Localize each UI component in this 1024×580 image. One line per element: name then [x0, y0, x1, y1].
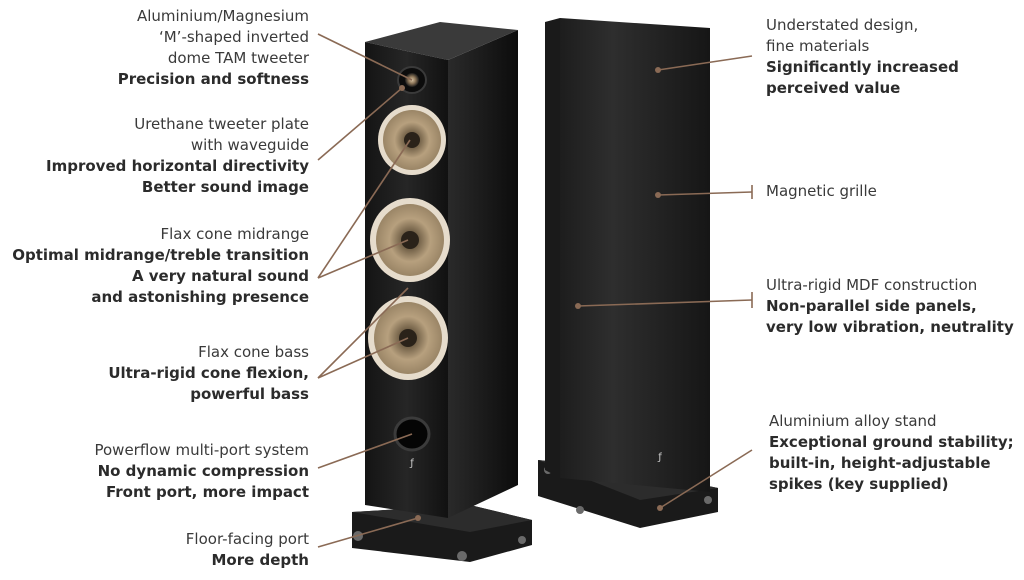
callout-benefit: powerful bass	[190, 385, 309, 403]
callout-benefit: No dynamic compression	[97, 462, 309, 480]
callout-text: Flax cone midrange	[160, 225, 309, 243]
callout-dots	[399, 67, 663, 521]
callout-text: Flax cone bass	[198, 343, 309, 361]
callout-benefit: A very natural sound	[131, 267, 309, 285]
callout-benefit: spikes (key supplied)	[769, 475, 949, 493]
callout-tweeter-plate: Urethane tweeter plate with waveguide Im…	[46, 114, 309, 198]
callout-benefit: perceived value	[766, 79, 901, 97]
callout-text: Ultra-rigid MDF construction	[766, 276, 978, 294]
callout-powerflow-port: Powerflow multi-port system No dynamic c…	[94, 440, 309, 503]
callout-stand: Aluminium alloy stand Exceptional ground…	[769, 411, 1014, 495]
front-speaker: ƒ	[352, 22, 532, 562]
callout-benefit: very low vibration, neutrality	[766, 318, 1014, 336]
callout-mdf: Ultra-rigid MDF construction Non-paralle…	[766, 275, 1014, 338]
callout-grille: Magnetic grille	[766, 181, 877, 202]
svg-text:ƒ: ƒ	[657, 452, 662, 463]
callout-text: fine materials	[766, 37, 870, 55]
callout-benefit: Precision and softness	[117, 70, 309, 88]
svg-text:ƒ: ƒ	[409, 458, 414, 469]
callout-benefit: Front port, more impact	[105, 483, 309, 501]
callout-benefit: and astonishing presence	[91, 288, 309, 306]
callout-benefit: More depth	[211, 551, 309, 569]
callout-text: Urethane tweeter plate	[134, 115, 309, 133]
callout-text: Aluminium alloy stand	[769, 412, 937, 430]
callout-text: Aluminium/Magnesium	[136, 7, 309, 25]
callout-benefit: Better sound image	[141, 178, 309, 196]
callout-design: Understated design, fine materials Signi…	[766, 15, 959, 99]
callout-benefit: Ultra-rigid cone flexion,	[108, 364, 309, 382]
callout-benefit: Exceptional ground stability;	[769, 433, 1014, 451]
callout-text: Floor-facing port	[185, 530, 309, 548]
callout-text: ‘M’-shaped inverted	[158, 28, 309, 46]
rear-speaker: ƒ	[538, 18, 718, 528]
callout-text: dome TAM tweeter	[167, 49, 309, 67]
callout-lines	[317, 33, 753, 548]
callout-midrange: Flax cone midrange Optimal midrange/treb…	[12, 224, 309, 308]
callout-benefit: built-in, height-adjustable	[769, 454, 991, 472]
callout-text: Understated design,	[766, 16, 919, 34]
callout-floor-port: Floor-facing port More depth	[186, 529, 309, 571]
callout-benefit: Improved horizontal directivity	[46, 157, 309, 175]
callout-benefit: Optimal midrange/treble transition	[12, 246, 309, 264]
callout-benefit: Significantly increased	[766, 58, 959, 76]
callout-text: with waveguide	[190, 136, 309, 154]
callout-text: Powerflow multi-port system	[94, 441, 309, 459]
callout-bass: Flax cone bass Ultra-rigid cone flexion,…	[108, 342, 309, 405]
callout-tweeter: Aluminium/Magnesium ‘M’-shaped inverted …	[118, 6, 309, 90]
callout-benefit: Non-parallel side panels,	[766, 297, 977, 315]
callout-text: Magnetic grille	[766, 182, 877, 200]
